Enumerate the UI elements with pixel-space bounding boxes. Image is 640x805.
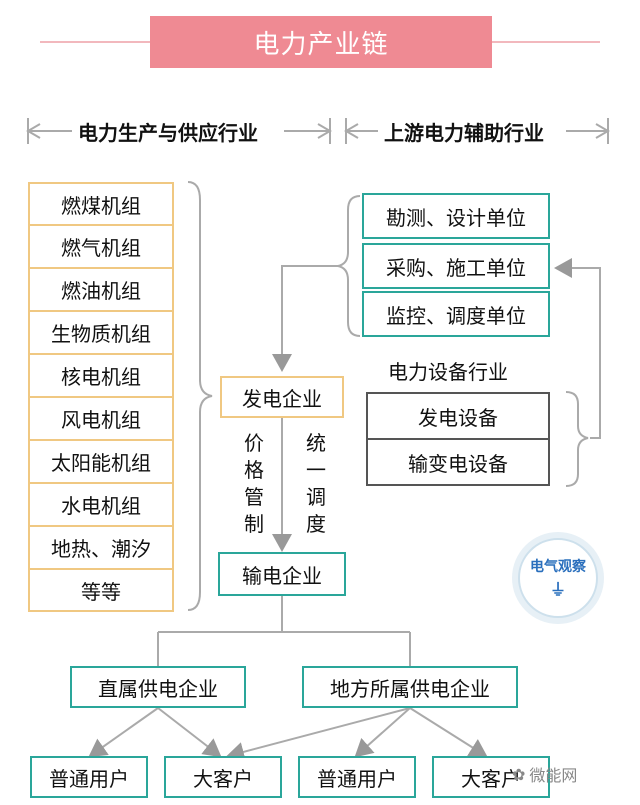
equipment-item: 发电设备 xyxy=(366,392,550,440)
aux-unit: 采购、施工单位 xyxy=(362,243,550,289)
supplier-local: 地方所属供电企业 xyxy=(302,666,518,708)
left-section-heading: 电力生产与供应行业 xyxy=(78,120,258,145)
generator-item: 生物质机组 xyxy=(28,311,174,354)
price-control-label: 价格管制 xyxy=(244,431,264,536)
user-box: 大客户 xyxy=(164,756,282,798)
generator-item: 太阳能机组 xyxy=(28,440,174,483)
watermark: ✿ 微能网 xyxy=(512,764,578,786)
generator-item: 燃煤机组 xyxy=(28,182,174,225)
logo-text: 电气观察 xyxy=(530,559,586,575)
wechat-icon: ✿ xyxy=(512,764,526,784)
aux-unit: 监控、调度单位 xyxy=(362,291,550,337)
right-section-heading: 上游电力辅助行业 xyxy=(384,120,544,145)
equipment-heading: 电力设备行业 xyxy=(388,360,508,384)
generator-item: 水电机组 xyxy=(28,483,174,526)
user-box: 普通用户 xyxy=(30,756,148,798)
generator-item: 核电机组 xyxy=(28,354,174,397)
supplier-direct: 直属供电企业 xyxy=(70,666,246,708)
trans-company: 输电企业 xyxy=(218,552,346,596)
generator-item: 燃气机组 xyxy=(28,225,174,268)
unified-dispatch-label: 统一调度 xyxy=(306,431,326,536)
aux-unit: 勘测、设计单位 xyxy=(362,193,550,239)
user-box: 普通用户 xyxy=(298,756,416,798)
generator-item: 风电机组 xyxy=(28,397,174,440)
generator-item: 等等 xyxy=(28,569,174,612)
diagram-title: 电力产业链 xyxy=(150,16,492,68)
generator-item: 地热、潮汐 xyxy=(28,526,174,569)
equipment-item: 输变电设备 xyxy=(366,438,550,486)
logo-icon: ⏚ xyxy=(549,580,566,599)
generator-item: 燃油机组 xyxy=(28,268,174,311)
logo-badge: 电气观察 ⏚ xyxy=(512,532,604,624)
user-box: 大客户 xyxy=(432,756,550,798)
gen-company: 发电企业 xyxy=(220,376,344,418)
